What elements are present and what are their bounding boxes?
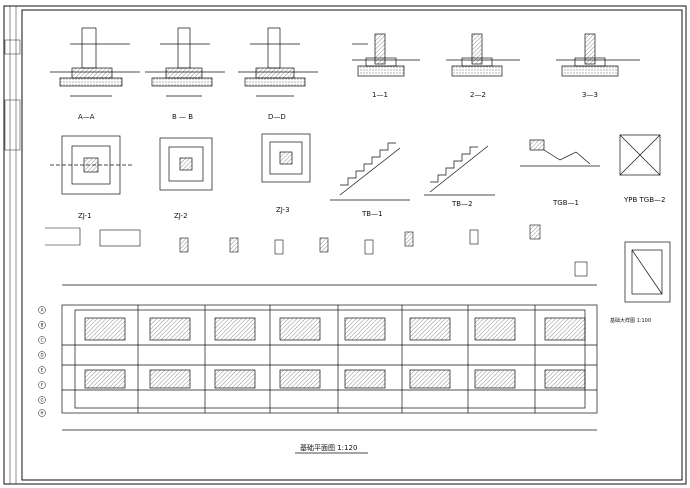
section-dd-label: D—D [268, 113, 286, 121]
plan-axis-left-label: E [41, 368, 44, 373]
slab-detail [624, 241, 671, 303]
footing-zj3 [261, 133, 311, 183]
foundation-plan [61, 284, 598, 431]
section-22-label: 2—2 [470, 91, 486, 99]
section-dd [238, 27, 318, 97]
section-aa-label: A—A [78, 113, 95, 121]
footing-zj2 [159, 137, 213, 191]
detail-ypb [619, 134, 661, 176]
section-22 [446, 33, 520, 77]
plan-axis-left-label: D [40, 353, 43, 358]
section-33-label: 3—3 [582, 91, 598, 99]
footing-zj1-label: ZJ-1 [78, 212, 92, 220]
detail-tgb1 [520, 139, 600, 167]
plan-axis-left [38, 306, 46, 417]
outer-border [3, 5, 687, 485]
beam-details [45, 224, 588, 277]
footing-zj2-label: ZJ-2 [174, 212, 188, 220]
stair-tb1 [330, 142, 410, 201]
inner-border [21, 9, 683, 481]
footing-zj1 [50, 135, 132, 195]
section-33 [556, 33, 640, 77]
plan-axis-left-label: A [41, 308, 44, 313]
section-bb-label: B — B [172, 113, 193, 121]
detail-tgb1-label: TGB—1 [552, 199, 579, 207]
plan-axis-left-label: H [40, 411, 43, 416]
section-11-label: 1—1 [372, 91, 388, 99]
plan-axis-left-label: B [41, 323, 44, 328]
left-binding-strip [4, 6, 21, 484]
plan-axis-left-label: C [41, 338, 44, 343]
stair-tb1-label: TB—1 [361, 210, 383, 218]
stair-tb2-label: TB—2 [451, 200, 473, 208]
footing-zj3-label: ZJ-3 [276, 206, 290, 214]
slab-detail-label: 基础大样图 1:100 [610, 317, 651, 324]
plan-axis-left-label: F [41, 383, 44, 388]
plan-title: 基础平面图 1:120 [300, 443, 357, 452]
section-bb [145, 27, 225, 97]
section-aa [50, 27, 140, 97]
stair-tb2 [424, 145, 495, 196]
detail-ypb-label: YPB TGB—2 [623, 196, 665, 204]
plan-axis-left-label: G [40, 398, 43, 403]
section-11 [352, 33, 420, 77]
